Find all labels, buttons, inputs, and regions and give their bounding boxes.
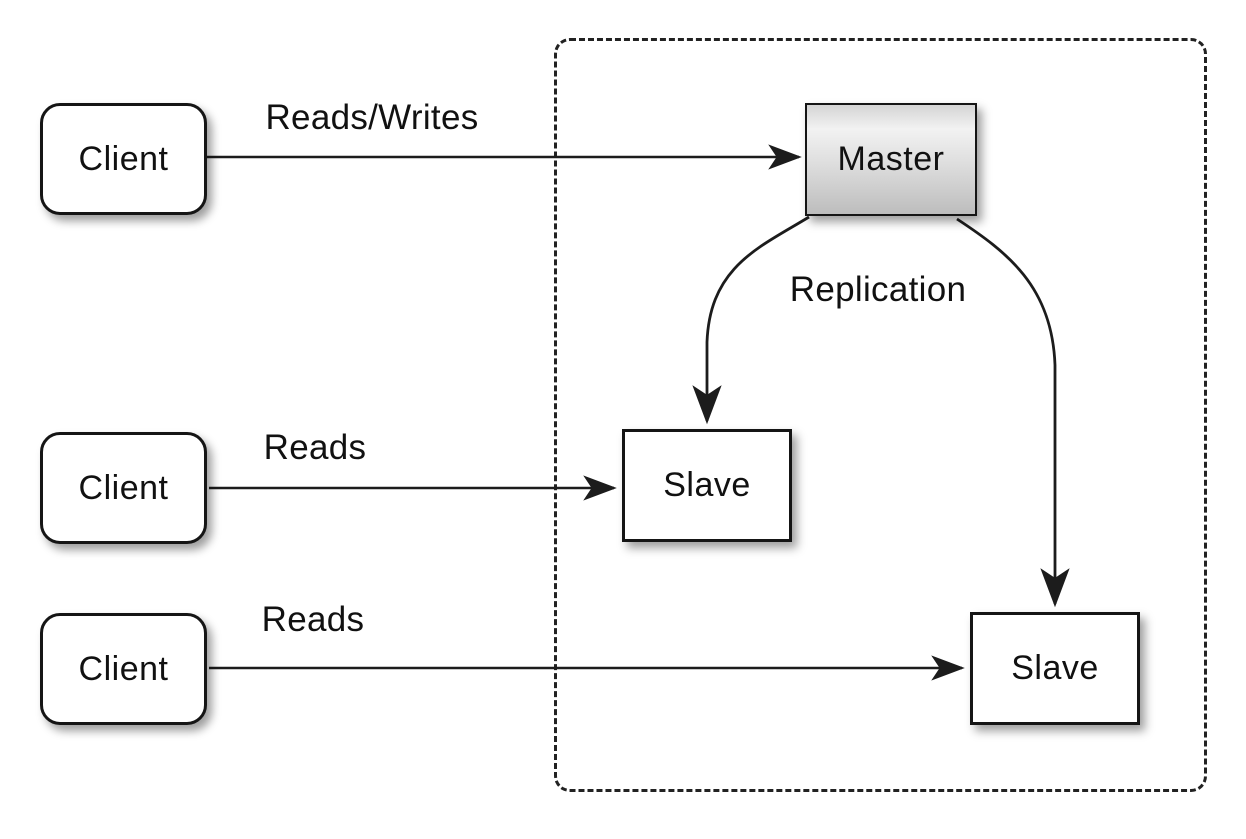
node-slave-2: Slave	[970, 612, 1140, 725]
node-client-1: Client	[40, 103, 207, 215]
node-master-label: Master	[837, 140, 945, 178]
node-client-3: Client	[40, 613, 207, 725]
edge-label-reads-mid: Reads	[263, 428, 367, 467]
node-client-2: Client	[40, 432, 207, 544]
node-slave-1: Slave	[622, 429, 792, 542]
edge-label-replication: Replication	[789, 270, 967, 309]
edge-label-reads-bottom: Reads	[261, 600, 365, 639]
node-slave-2-label: Slave	[1011, 649, 1099, 687]
node-slave-1-label: Slave	[663, 466, 751, 504]
edge-label-reads-writes: Reads/Writes	[265, 98, 479, 137]
node-master: Master	[805, 103, 977, 216]
node-client-3-label: Client	[78, 649, 169, 688]
replication-cluster-boundary	[554, 38, 1207, 792]
node-client-1-label: Client	[78, 139, 169, 178]
node-client-2-label: Client	[78, 468, 169, 507]
